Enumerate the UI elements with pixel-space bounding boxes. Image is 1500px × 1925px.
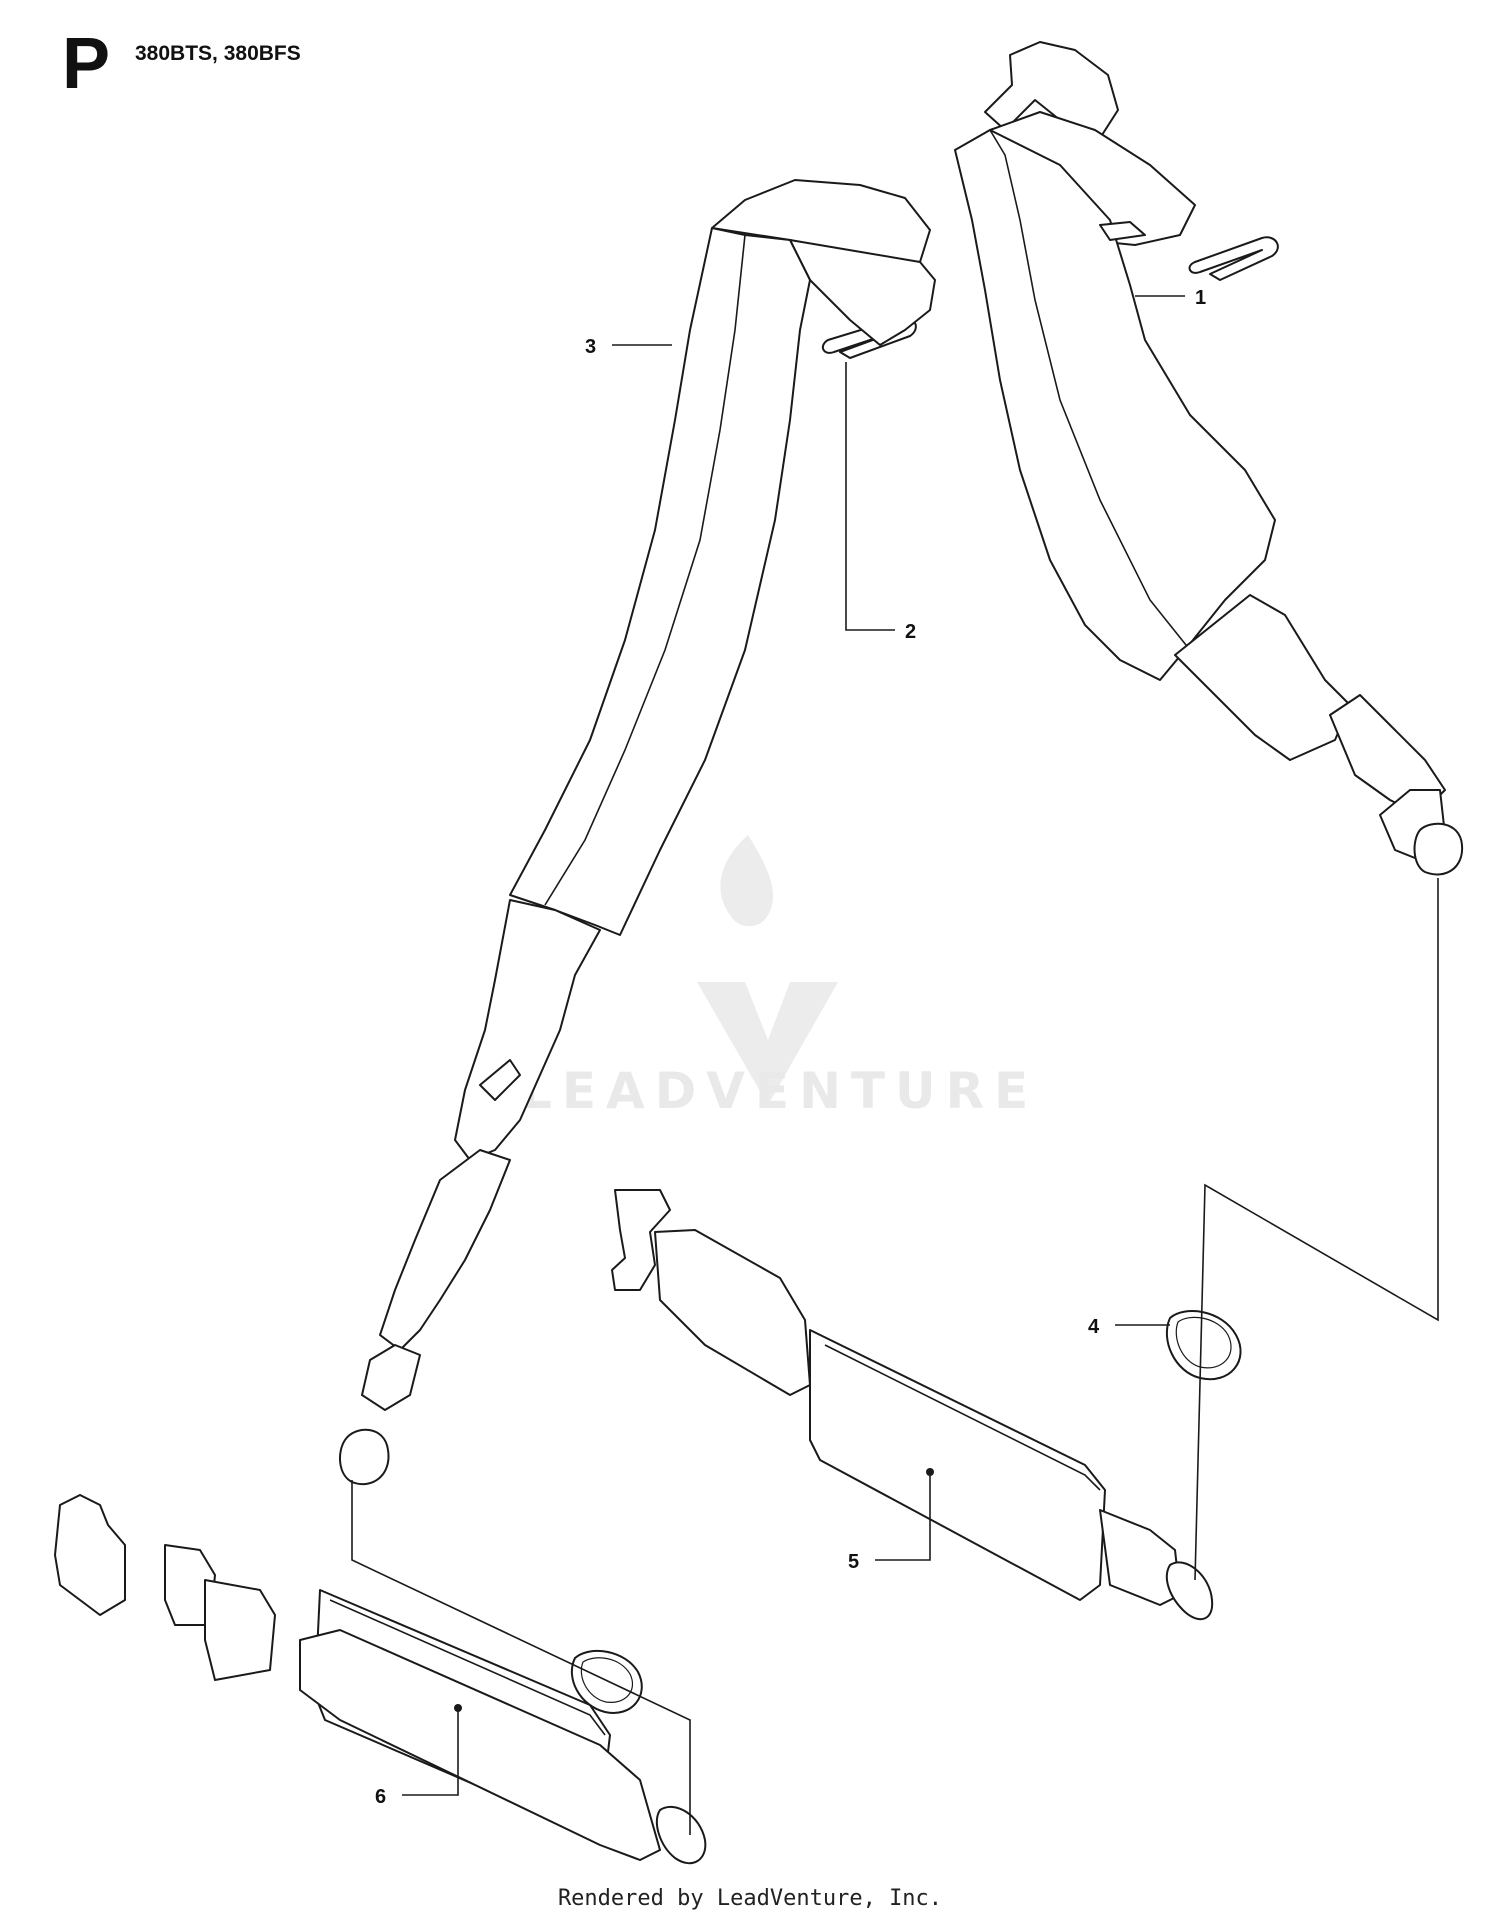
shoulder-strap-right[interactable] — [954, 41, 1464, 876]
callout-5[interactable]: 5 — [848, 1468, 934, 1573]
callout-3[interactable]: 3 — [585, 336, 672, 358]
assembly-lines — [351, 878, 1439, 1835]
callout-6[interactable]: 6 — [375, 1704, 462, 1808]
watermark-text: LEADVENTURE — [520, 1062, 1038, 1120]
callout-number-4: 4 — [1088, 1316, 1100, 1338]
callout-number-6: 6 — [375, 1786, 386, 1808]
watermark: LEADVENTURE — [520, 835, 1038, 1120]
section-letter: P — [62, 24, 111, 104]
callout-2[interactable]: 2 — [845, 362, 916, 643]
model-names: 380BTS, 380BFS — [135, 42, 301, 65]
waist-belt-buckle-left[interactable] — [54, 1494, 707, 1865]
shoulder-strap-left[interactable] — [339, 179, 936, 1486]
footer-credit: Rendered by LeadVenture, Inc. — [557, 1886, 943, 1911]
callout-number-5: 5 — [848, 1551, 859, 1573]
callout-1[interactable]: 1 — [1135, 287, 1206, 309]
callout-number-1: 1 — [1195, 287, 1206, 309]
waist-belt-pad-right[interactable] — [611, 1189, 1214, 1621]
callout-4[interactable]: 4 — [1088, 1316, 1170, 1338]
d-ring[interactable] — [1165, 1310, 1242, 1381]
callout-number-2: 2 — [905, 621, 916, 643]
d-ring-left[interactable] — [570, 1649, 643, 1714]
flame-v-logo — [697, 835, 838, 1105]
callout-number-3: 3 — [585, 336, 596, 358]
